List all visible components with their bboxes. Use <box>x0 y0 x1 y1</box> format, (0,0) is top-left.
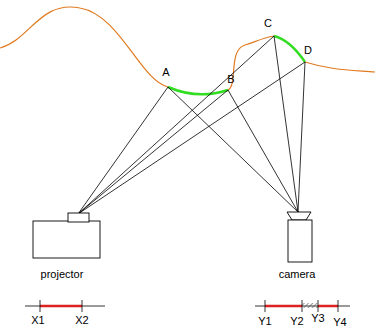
point-label: A <box>162 67 169 78</box>
projector-icon <box>33 213 100 258</box>
lit-segment <box>274 36 305 62</box>
rays <box>78 36 305 214</box>
coordinate-label: Y3 <box>311 313 324 324</box>
coordinate-label: Y2 <box>290 316 303 327</box>
coordinate-label: X2 <box>75 315 88 326</box>
coordinate-label: Y4 <box>333 317 346 328</box>
device-label: camera <box>279 269 316 280</box>
point-label: C <box>264 18 272 29</box>
surface-curve <box>228 36 274 90</box>
point-label: D <box>304 45 312 56</box>
image-axis <box>25 300 105 312</box>
surface-curve <box>0 7 168 87</box>
point-label: B <box>227 74 234 85</box>
coordinate-label: Y1 <box>258 316 271 327</box>
device-label: projector <box>41 269 84 280</box>
camera-icon <box>287 212 312 262</box>
lit-segment <box>168 87 228 94</box>
surface-curve <box>305 62 375 72</box>
coordinate-label: X1 <box>31 315 44 326</box>
image-axis <box>255 300 350 312</box>
